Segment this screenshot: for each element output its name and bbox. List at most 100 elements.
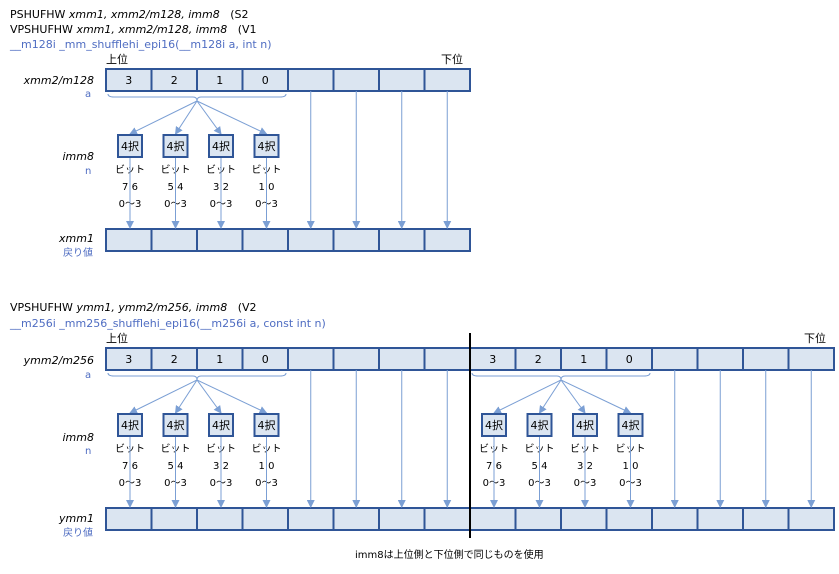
section1-operands-1: xmm1, xmm2/m128, imm8	[68, 8, 220, 21]
section2-src-cell	[696, 347, 744, 371]
section2-dst-sub: 戻り値	[63, 528, 93, 539]
section2-lo-selector-label: 4択	[531, 418, 549, 432]
section1-src-sub: a	[85, 89, 92, 100]
section1-fan-arrow	[196, 100, 222, 135]
section2-src-cell-number: 1	[216, 353, 223, 366]
section1-src-cell-number: 2	[171, 74, 178, 87]
section1-fan-arrow	[129, 100, 198, 135]
section1-src-label: xmm2/m128	[23, 74, 94, 87]
section1-selector-label: 4択	[258, 139, 276, 153]
section1-mnemonic-1: PSHUFHW	[10, 8, 69, 21]
section2-src-label: ymm2/m256	[23, 354, 94, 367]
section1-ext-2: (V1	[237, 23, 257, 36]
section1-lower-label: 下位	[441, 53, 463, 66]
section1-selector-label: 4択	[212, 139, 230, 153]
section2-src-cell	[423, 347, 471, 371]
section2-dst-cell	[469, 507, 517, 531]
section1-dst-cell	[150, 228, 198, 252]
section2-src-cell	[287, 347, 335, 371]
section1-src-cell-number: 0	[262, 74, 269, 87]
section2-operands-1: ymm1, ymm2/m256, imm8	[76, 301, 228, 314]
section2-hi-fan-arrow	[174, 379, 198, 414]
section1-selector-box	[253, 134, 280, 158]
section1-src-cell	[332, 68, 380, 92]
section2-lo-brace	[471, 372, 651, 381]
section1-imm-label: imm8	[62, 150, 95, 163]
section2-lo-selector-label: 4択	[485, 418, 503, 432]
section2-src-cell-number: 3	[125, 353, 132, 366]
section2-lo-fan-arrow	[560, 379, 586, 414]
section2-src-cell-number: 0	[262, 353, 269, 366]
section2-src-sub: a	[85, 370, 92, 381]
section2-src-cell	[651, 347, 699, 371]
section1-line1: PSHUFHW xmm1, xmm2/m128, imm8 (S2	[10, 9, 248, 20]
section1-ext-1: (S2	[230, 8, 249, 21]
section1-selector-label: 4択	[121, 139, 139, 153]
section2-imm-sub: n	[85, 446, 92, 457]
section1-dst-label: xmm1	[59, 232, 94, 245]
section1-src-cell-number: 1	[216, 74, 223, 87]
section2-hi-selector-label: 4択	[121, 418, 139, 432]
section2-dst-cell	[378, 507, 426, 531]
section2-lo-selector-box	[617, 413, 644, 437]
section2-hi-selector-box	[117, 413, 143, 437]
section2-lo-selector-box	[481, 413, 507, 437]
section2-src-cell-number: 3	[489, 353, 496, 366]
section2-dst-cell	[742, 507, 790, 531]
section2-hi-selector-label: 4択	[212, 418, 230, 432]
section1-brace	[107, 93, 287, 102]
section2-mnemonic-1: VPSHUFHW	[10, 301, 77, 314]
section2-lo-selector-label: 4択	[576, 418, 594, 432]
section2-dst-cell	[514, 507, 562, 531]
section2-dst-cell	[150, 507, 198, 531]
section2-dst-cell	[696, 507, 744, 531]
section2-dst-label: ymm1	[59, 512, 94, 525]
section2-intrinsic: __m256i _mm256_shufflehi_epi16(__m256i a…	[10, 317, 326, 330]
section1-dst-cell	[287, 228, 335, 252]
section2-ext-1: (V2	[237, 301, 257, 314]
section1-selector-box	[208, 134, 234, 158]
section1-fan-arrow	[174, 100, 198, 135]
section2-dst-cell	[196, 507, 244, 531]
section2-lower-label: 下位	[804, 332, 826, 345]
section1-imm-sub: n	[85, 166, 92, 177]
section1-upper-label: 上位	[106, 53, 128, 66]
section2-hi-fan-arrow	[196, 379, 268, 414]
section2-src-cell	[742, 347, 790, 371]
section1-dst-cell	[196, 228, 244, 252]
section2-hi-selector-label: 4択	[167, 418, 185, 432]
section1-intrinsic: __m128i _mm_shufflehi_epi16(__m128i a, i…	[10, 38, 272, 51]
section2-src-cell-number: 2	[535, 353, 542, 366]
section1-dst-cell	[423, 228, 471, 252]
section2-dst-cell	[605, 507, 653, 531]
section1-selector-label: 4択	[167, 139, 185, 153]
section2-dst-cell	[287, 507, 335, 531]
section2-lo-fan-arrow	[493, 379, 562, 414]
section2-src-cell-number: 2	[171, 353, 178, 366]
section2-hi-brace	[107, 372, 287, 381]
footnote: imm8は上位側と下位側で同じものを使用	[355, 550, 544, 561]
section2-src-cell	[332, 347, 380, 371]
section2-lo-fan-arrow	[538, 379, 562, 414]
section2-hi-selector-label: 4択	[258, 418, 276, 432]
section2-dst-cell	[241, 507, 289, 531]
section1-selector-box	[162, 134, 189, 158]
section1-dst-cell	[378, 228, 426, 252]
section2-lo-fan-arrow	[560, 379, 632, 414]
section2-hi-fan-arrow	[129, 379, 198, 414]
section1-src-cell	[423, 68, 471, 92]
section1-dst-cell	[241, 228, 289, 252]
section1-src-cell	[378, 68, 426, 92]
section1-line2: VPSHUFHW xmm1, xmm2/m128, imm8 (V1	[10, 24, 257, 35]
section2-src-cell-number: 0	[626, 353, 633, 366]
section2-imm-label: imm8	[62, 431, 95, 444]
section2-hi-fan-arrow	[196, 379, 222, 414]
section2-dst-cell	[560, 507, 608, 531]
section1-fan-arrow	[196, 100, 268, 135]
section1-dst-sub: 戻り値	[63, 248, 93, 259]
section2-src-cell	[378, 347, 426, 371]
section2-dst-cell	[651, 507, 699, 531]
section1-operands-2: xmm1, xmm2/m128, imm8	[76, 23, 228, 36]
section1-mnemonic-2: VPSHUFHW	[10, 23, 77, 36]
